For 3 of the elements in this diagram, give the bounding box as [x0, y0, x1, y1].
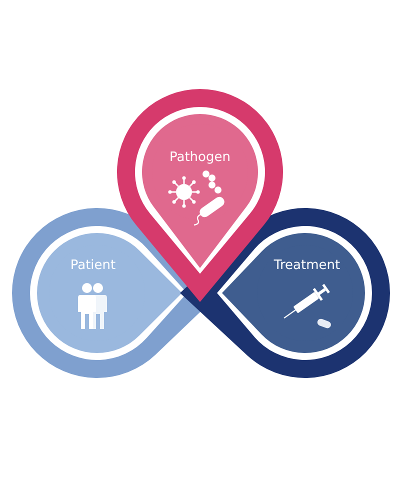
node-title: Pathogen: [170, 150, 230, 165]
node-title: Treatment: [274, 258, 340, 273]
node-title: Patient: [70, 258, 116, 273]
